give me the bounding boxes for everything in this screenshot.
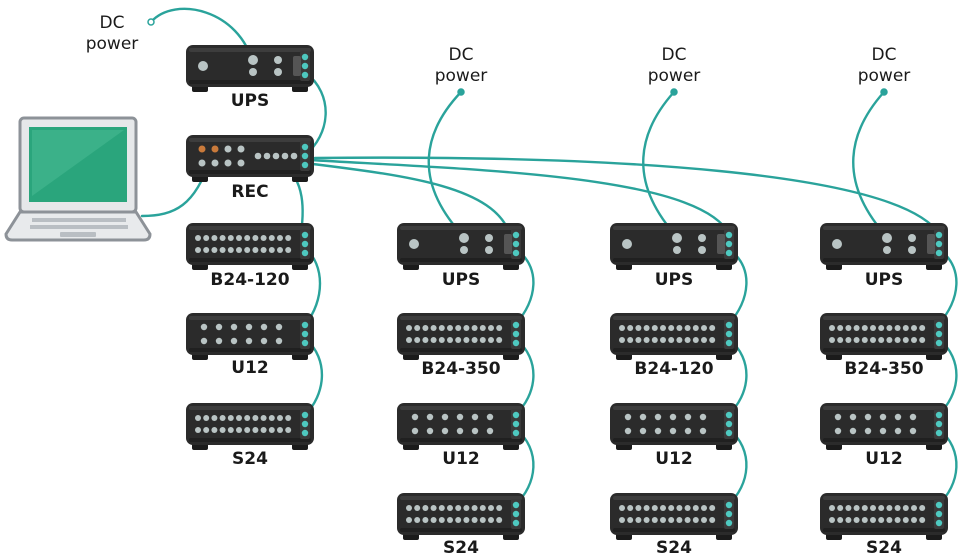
laptop-icon [4,116,152,242]
module-label: UPS [654,270,694,290]
dc-power-label: DC power [851,45,917,87]
rec-module [186,135,314,182]
dc-power-cable [642,90,680,240]
dc-label: DC [661,45,687,65]
module-label: B24-120 [634,359,714,379]
power-label: power [434,66,488,86]
bridge-module [820,493,948,540]
bridge-module [397,493,525,540]
module-label: S24 [443,538,479,558]
dc-power-label: DC power [428,45,494,87]
ups-module [610,223,738,270]
module-label: S24 [232,449,268,469]
rec-to-col3-cable [308,158,732,237]
module-label: REC [231,182,269,202]
ups-module [186,45,314,92]
bridge-module [186,223,314,270]
dc-label: DC [871,45,897,65]
power-connector-icon [457,88,465,96]
rec-to-col2-cable [303,161,512,237]
module-label: U12 [655,449,693,469]
bridge-module [610,493,738,540]
rec-to-col4-cable [313,156,942,237]
u12-module [186,313,314,360]
u12-module [610,403,738,450]
dc-power-label: DC power [80,13,144,55]
u12-module [820,403,948,450]
bridge-module [397,313,525,360]
module-label: B24-350 [421,359,501,379]
power-connector-icon [147,18,155,26]
power-connector-icon [880,88,888,96]
dc-power-label: DC power [641,45,707,87]
dc-label: DC [99,13,125,33]
ups-module [820,223,948,270]
ups-module [397,223,525,270]
dc-label: DC [448,45,474,65]
module-label: U12 [442,449,480,469]
bridge-module [610,313,738,360]
module-label: S24 [656,538,692,558]
module-label: U12 [231,358,269,378]
bridge-module [820,313,948,360]
dc-power-cable [427,90,467,240]
bridge-module [186,403,314,450]
module-label: UPS [230,91,270,111]
power-connector-icon [670,88,678,96]
u12-module [397,403,525,450]
module-label: UPS [441,270,481,290]
module-label: UPS [864,270,904,290]
module-label: B24-120 [210,270,290,290]
power-label: power [857,66,911,86]
module-label: U12 [865,449,903,469]
dc-power-cable [852,90,890,240]
power-label: power [647,66,701,86]
module-label: B24-350 [844,359,924,379]
power-label: power [85,34,139,54]
module-label: S24 [866,538,902,558]
